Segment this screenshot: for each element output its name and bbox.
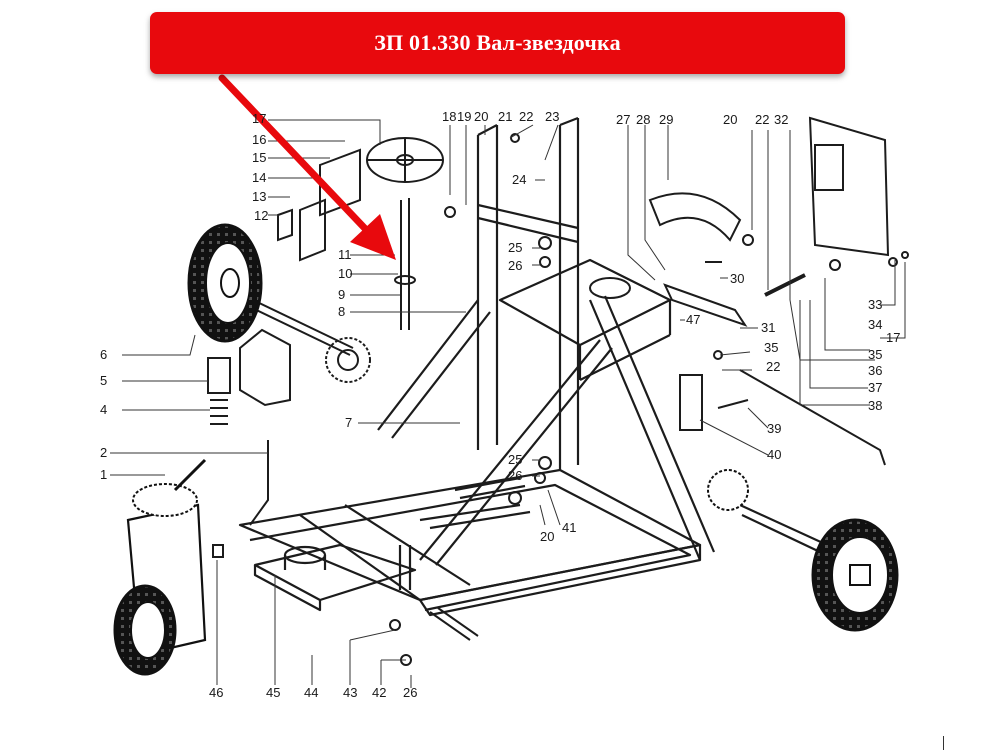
callout-label-c37: 37 <box>868 380 883 395</box>
callout-label-c9: 9 <box>338 287 346 302</box>
pointer-arrow <box>218 74 396 260</box>
title-banner: ЗП 01.330 Вал-звездочка <box>150 12 845 74</box>
callout-label-c26b: 26 <box>508 468 523 483</box>
callout-label-c41: 41 <box>562 520 577 535</box>
callout-label-c39: 39 <box>767 421 782 436</box>
callout-label-c10: 10 <box>338 266 353 281</box>
callout-label-c27: 27 <box>616 112 631 127</box>
callout-label-c2: 2 <box>100 445 108 460</box>
callout-label-c1: 1 <box>100 467 108 482</box>
callout-label-c29: 29 <box>659 112 674 127</box>
leader-lines <box>110 119 906 688</box>
callout-label-c6: 6 <box>100 347 108 362</box>
callout-label-c12: 12 <box>254 208 269 223</box>
callout-label-c22b: 22 <box>755 112 770 127</box>
callout-label-c22a: 22 <box>519 109 534 124</box>
callout-label-c46: 46 <box>209 685 224 700</box>
callout-label-c5: 5 <box>100 373 108 388</box>
callout-label-c11: 11 <box>338 247 352 262</box>
cover-plate <box>808 116 890 257</box>
callout-label-c18: 18 <box>442 109 457 124</box>
callout-label-c45: 45 <box>266 685 281 700</box>
callout-label-c17b: 17 <box>886 330 901 345</box>
callout-label-c38: 38 <box>868 398 883 413</box>
small-parts <box>207 133 909 666</box>
callout-label-c25b: 25 <box>508 452 523 467</box>
callout-label-c40: 40 <box>767 447 782 462</box>
right-drive-wheel <box>707 469 899 632</box>
callout-label-c23: 23 <box>545 109 560 124</box>
callout-label-c17a: 17 <box>252 111 267 126</box>
callout-label-c31: 31 <box>761 320 776 335</box>
callout-label-c20c: 20 <box>540 529 555 544</box>
left-drive-wheel <box>187 223 263 343</box>
callout-label-c30: 30 <box>730 271 745 286</box>
callout-label-c4: 4 <box>100 402 108 417</box>
callout-label-c47: 47 <box>686 312 701 327</box>
main-frame <box>238 116 716 617</box>
steering-wheel <box>277 137 444 262</box>
tension-assembly <box>589 192 886 466</box>
callout-label-c24: 24 <box>512 172 527 187</box>
callout-label-c35a: 35 <box>764 340 779 355</box>
callout-label-c35b: 35 <box>868 347 883 362</box>
banner-title: ЗП 01.330 Вал-звездочка <box>374 30 621 55</box>
callout-label-c42: 42 <box>372 685 387 700</box>
callout-label-c25a: 25 <box>508 240 523 255</box>
callout-label-c34: 34 <box>868 317 883 332</box>
callout-label-c28: 28 <box>636 112 651 127</box>
callout-label-c20b: 20 <box>723 112 738 127</box>
callout-label-c26c: 26 <box>403 685 418 700</box>
callout-label-c8: 8 <box>338 304 346 319</box>
callout-label-c43: 43 <box>343 685 358 700</box>
callout-label-c19: 19 <box>457 109 472 124</box>
callout-label-c7: 7 <box>345 415 353 430</box>
callout-label-c32: 32 <box>774 112 789 127</box>
callout-label-c16: 16 <box>252 132 267 147</box>
callout-label-c26a: 26 <box>508 258 523 273</box>
callout-label-c20a: 20 <box>474 109 489 124</box>
callout-label-c14: 14 <box>252 170 267 185</box>
callout-label-c21: 21 <box>498 109 513 124</box>
callout-label-c13: 13 <box>252 189 267 204</box>
callout-label-c36: 36 <box>868 363 883 378</box>
edge-marker <box>943 736 944 750</box>
caster-wheel <box>113 458 207 676</box>
callout-label-c22c: 22 <box>766 359 781 374</box>
callout-label-c44: 44 <box>304 685 319 700</box>
callout-label-c33: 33 <box>868 297 883 312</box>
callout-label-c15: 15 <box>252 150 267 165</box>
